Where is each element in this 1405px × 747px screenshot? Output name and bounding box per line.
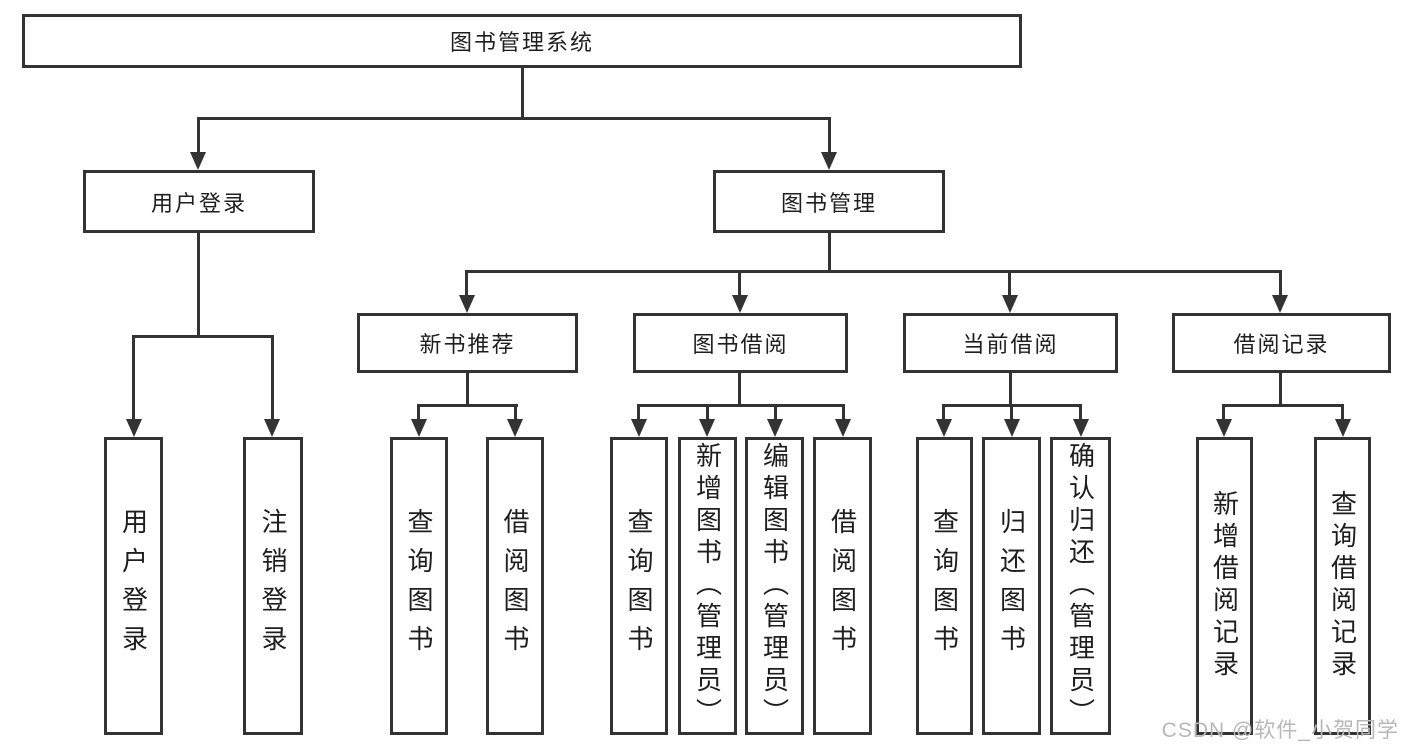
arrow-down-icon bbox=[1004, 419, 1020, 437]
leaf-user-login-label: 用户登录 bbox=[118, 508, 149, 664]
connector-line bbox=[738, 270, 741, 297]
node-book-borrow: 图书借阅 bbox=[633, 313, 848, 373]
connector-line bbox=[466, 373, 469, 407]
leaf-record-query-label: 查询借阅记录 bbox=[1327, 490, 1358, 682]
arrow-down-icon bbox=[835, 419, 851, 437]
leaf-current-query-label: 查询图书 bbox=[929, 508, 960, 664]
connector-line bbox=[942, 404, 945, 422]
connector-line bbox=[465, 270, 468, 297]
connector-line bbox=[706, 404, 709, 422]
connector-line bbox=[828, 117, 831, 154]
connector-line bbox=[738, 373, 741, 407]
connector-line bbox=[132, 335, 135, 421]
connector-line bbox=[466, 270, 1282, 273]
leaf-current-return-label: 归还图书 bbox=[996, 508, 1027, 664]
arrow-down-icon bbox=[699, 419, 715, 437]
connector-line bbox=[1079, 404, 1082, 422]
connector-line bbox=[417, 404, 420, 422]
connector-line bbox=[197, 117, 200, 154]
node-user-login: 用户登录 bbox=[83, 170, 315, 233]
connector-line bbox=[1223, 404, 1344, 407]
leaf-logout-label: 注销登录 bbox=[258, 508, 288, 664]
connector-line bbox=[133, 335, 274, 338]
leaf-record-query: 查询借阅记录 bbox=[1314, 437, 1371, 735]
arrow-down-icon bbox=[1073, 419, 1089, 437]
leaf-current-confirm-return: 确认归还（管理员） bbox=[1050, 437, 1111, 735]
leaf-newbook-query: 查询图书 bbox=[390, 437, 448, 735]
leaf-borrow-query-label: 查询图书 bbox=[624, 508, 654, 664]
leaf-borrow-add-book-label: 新增图书（管理员） bbox=[692, 442, 723, 730]
connector-line bbox=[1009, 373, 1012, 407]
connector-line bbox=[197, 117, 831, 120]
leaf-borrow-edit-book-label: 编辑图书（管理员） bbox=[759, 442, 790, 730]
connector-line bbox=[842, 404, 845, 422]
connector-line bbox=[1341, 404, 1344, 422]
leaf-current-return: 归还图书 bbox=[982, 437, 1041, 735]
arrow-down-icon bbox=[264, 419, 280, 437]
connector-line bbox=[1279, 373, 1282, 407]
leaf-borrow-query: 查询图书 bbox=[610, 437, 668, 735]
leaf-logout: 注销登录 bbox=[243, 437, 303, 735]
connector-line bbox=[271, 335, 274, 421]
leaf-current-query: 查询图书 bbox=[916, 437, 973, 735]
arrow-down-icon bbox=[126, 419, 142, 437]
leaf-borrow-add-book: 新增图书（管理员） bbox=[678, 437, 737, 735]
csdn-watermark: CSDN @软件_小贺同学 bbox=[1161, 719, 1399, 742]
node-new-book-recommend-label: 新书推荐 bbox=[419, 332, 516, 357]
arrow-down-icon bbox=[767, 419, 783, 437]
connector-line bbox=[197, 233, 200, 336]
node-root-label: 图书管理系统 bbox=[449, 30, 594, 55]
leaf-borrow-edit-book: 编辑图书（管理员） bbox=[745, 437, 804, 735]
arrow-down-icon bbox=[631, 419, 647, 437]
leaf-record-add-label: 新增借阅记录 bbox=[1209, 490, 1240, 682]
arrow-down-icon bbox=[821, 152, 837, 170]
node-user-login-label: 用户登录 bbox=[150, 190, 247, 216]
arrow-down-icon bbox=[459, 295, 475, 313]
connector-line bbox=[637, 404, 640, 422]
arrow-down-icon bbox=[190, 152, 206, 170]
arrow-down-icon bbox=[1002, 295, 1018, 313]
arrow-down-icon bbox=[936, 419, 952, 437]
node-new-book-recommend: 新书推荐 bbox=[357, 313, 578, 373]
connector-line bbox=[514, 404, 517, 422]
arrow-down-icon bbox=[507, 419, 523, 437]
connector-line bbox=[1010, 404, 1013, 422]
connector-line bbox=[521, 68, 524, 119]
leaf-borrow-borrow-book-label: 借阅图书 bbox=[827, 508, 858, 664]
node-borrow-record: 借阅记录 bbox=[1172, 313, 1391, 373]
node-borrow-record-label: 借阅记录 bbox=[1233, 332, 1330, 357]
connector-line bbox=[1222, 404, 1225, 422]
arrow-down-icon bbox=[411, 419, 427, 437]
node-book-borrow-label: 图书借阅 bbox=[692, 332, 789, 357]
connector-line bbox=[638, 404, 845, 407]
connector-line bbox=[1279, 270, 1282, 297]
leaf-record-add: 新增借阅记录 bbox=[1196, 437, 1253, 735]
leaf-borrow-borrow-book: 借阅图书 bbox=[813, 437, 872, 735]
node-book-management-label: 图书管理 bbox=[780, 190, 877, 216]
leaf-current-confirm-return-label: 确认归还（管理员） bbox=[1065, 442, 1096, 730]
leaf-newbook-query-label: 查询图书 bbox=[404, 508, 434, 664]
node-book-management: 图书管理 bbox=[713, 170, 945, 233]
arrow-down-icon bbox=[1272, 295, 1288, 313]
leaf-newbook-borrow-label: 借阅图书 bbox=[500, 508, 530, 664]
leaf-user-login: 用户登录 bbox=[104, 437, 163, 735]
arrow-down-icon bbox=[1216, 419, 1232, 437]
connector-line bbox=[418, 404, 518, 407]
connector-line bbox=[1008, 270, 1011, 297]
node-current-borrow: 当前借阅 bbox=[903, 313, 1118, 373]
connector-line bbox=[828, 233, 831, 273]
connector-line bbox=[774, 404, 777, 422]
arrow-down-icon bbox=[732, 295, 748, 313]
node-root: 图书管理系统 bbox=[22, 14, 1022, 68]
arrow-down-icon bbox=[1335, 419, 1351, 437]
leaf-newbook-borrow: 借阅图书 bbox=[486, 437, 544, 735]
node-current-borrow-label: 当前借阅 bbox=[962, 332, 1059, 357]
